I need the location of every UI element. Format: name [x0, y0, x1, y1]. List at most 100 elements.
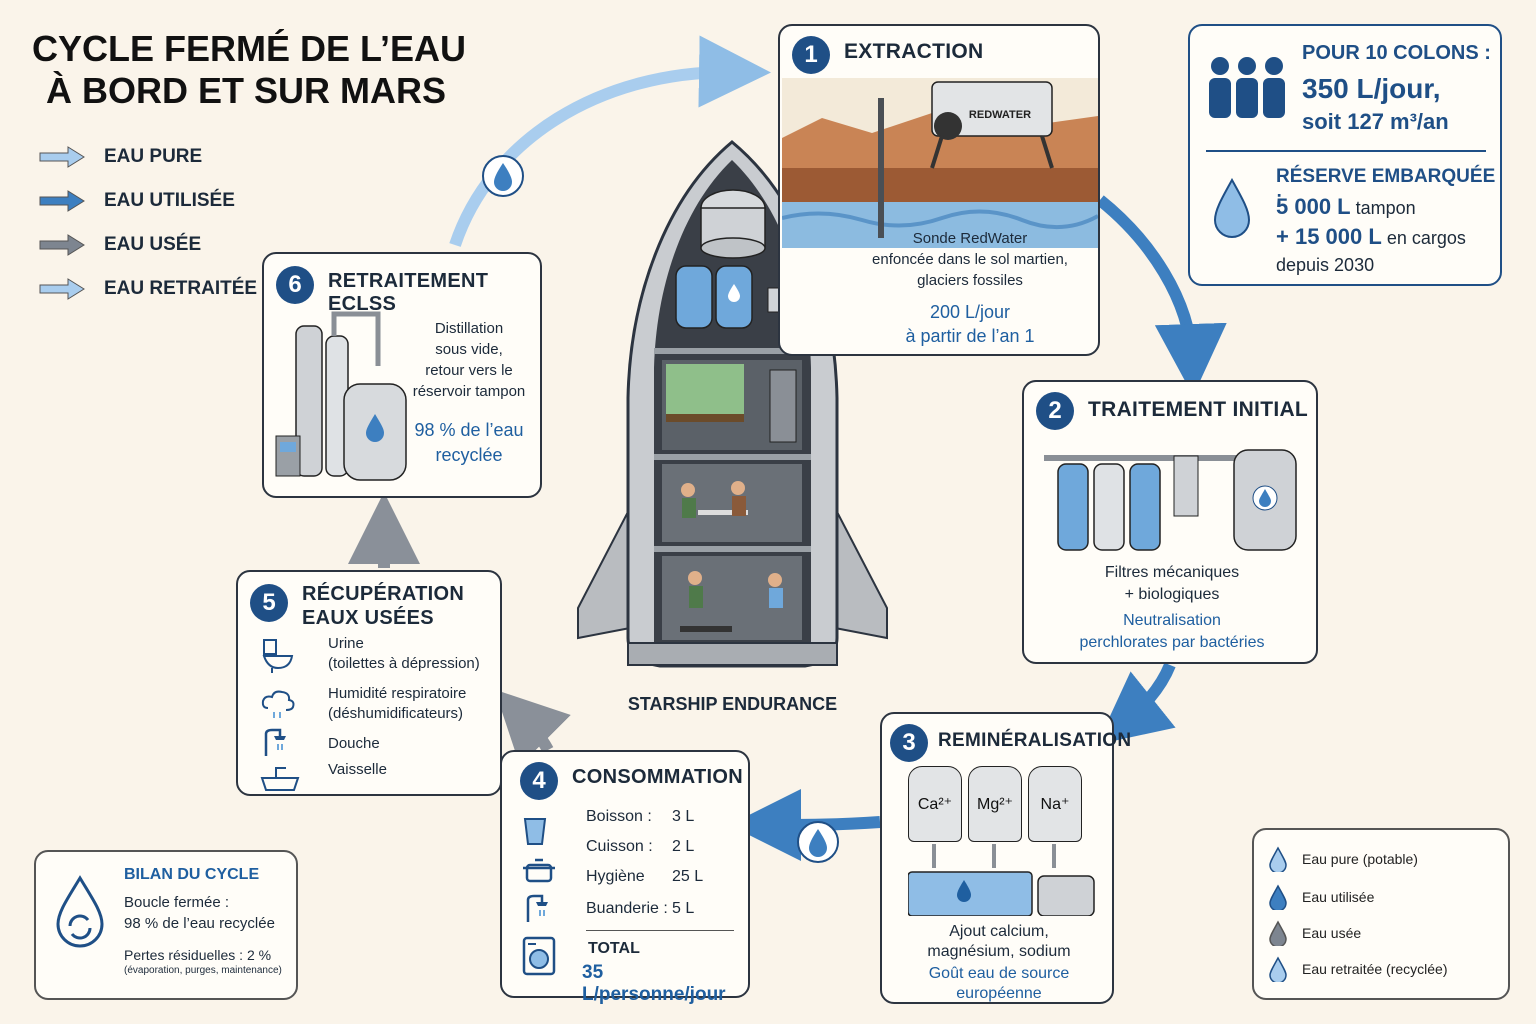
mineral-tank: Ca²⁺ [908, 766, 962, 842]
step-number: 2 [1036, 392, 1074, 430]
mineral-tank: Mg²⁺ [968, 766, 1022, 842]
summary-line-3: Pertes résiduelles : 2 % [124, 947, 272, 963]
shower-icon [260, 728, 288, 758]
legend-item: Eau retraitée (recyclée) [1268, 956, 1448, 982]
legend-label: EAU USÉE [104, 234, 202, 255]
filters-illustration [1044, 449, 1297, 551]
step-3-card: 3 REMINÉRALISATION Ca²⁺Mg²⁺Na⁺ Ajout cal… [880, 712, 1131, 1004]
cycle-summary-panel: BILAN DU CYCLE Boucle fermée : 98 % de l… [34, 850, 298, 1000]
legend-item: EAU RETRAITÉE [38, 278, 257, 300]
item-label: Humidité respiratoire [328, 685, 467, 702]
step-number: 5 [250, 584, 288, 622]
sink-icon [260, 764, 300, 792]
step-highlight: Neutralisation perchlorates par bactérie… [1079, 612, 1265, 651]
step-number: 6 [276, 266, 314, 304]
step-title: EXTRACTION [844, 40, 984, 63]
legend-arrow-icon [39, 190, 85, 212]
item-label: Douche [328, 735, 380, 752]
item-detail: (déshumidificateurs) [328, 705, 464, 722]
legend-label: EAU RETRAITÉE [104, 278, 258, 299]
legend-arrow-icon [39, 146, 85, 168]
colonists-value-2: soit 127 m³/an [1302, 109, 1449, 134]
step-highlight: 200 L/jour à partir de l’an 1 [905, 302, 1035, 346]
step-title: CONSOMMATION [572, 766, 743, 788]
summary-line-1: Boucle fermée : [124, 894, 230, 911]
wastewater-item: Vaisselle [328, 760, 387, 780]
step-5-card: 5 RÉCUPÉRATION EAUX USÉES Urine (toilette… [236, 570, 502, 796]
reserve-line-2: + 15 000 L en cargos [1276, 224, 1466, 249]
legend-item: Eau usée [1268, 920, 1361, 946]
summary-line-2: 98 % de l’eau recyclée [124, 915, 275, 932]
step-desc: Ajout calcium, magnésium, sodium [927, 923, 1071, 960]
consumption-value: 25 L [672, 868, 704, 885]
dehumidifier-icon [260, 688, 296, 720]
ship-label: STARSHIP ENDURANCE [627, 694, 838, 714]
toilet-icon [260, 638, 296, 674]
step-number: 3 [890, 724, 928, 762]
tank-label: Ca²⁺ [917, 796, 953, 813]
water-drop-icon [1268, 956, 1288, 982]
step-number: 1 [792, 36, 830, 74]
step-title: RÉCUPÉRATION EAUX USÉES [302, 583, 465, 629]
step-desc: Distillation sous vide, retour vers le r… [412, 320, 526, 400]
consumption-label: Boisson : [586, 808, 652, 825]
legend-arrow-icon [39, 278, 85, 300]
step-highlight: Goût eau de source européenne [928, 965, 1070, 1002]
legend-bottom-panel [1252, 828, 1510, 1000]
page-title: CYCLE FERMÉ DE L’EAU À BORD ET SUR MARS [32, 28, 466, 112]
summary-line-4: (évaporation, purges, maintenance) [124, 965, 282, 976]
title-line-1: CYCLE FERMÉ DE L’EAU [32, 28, 467, 69]
reserve-line-1: 5 000 L tampon [1276, 194, 1416, 219]
legend-label: Eau utilisée [1302, 889, 1375, 905]
glass-icon [522, 816, 548, 846]
water-drop-icon [1268, 884, 1288, 910]
water-drop-icon [1213, 178, 1251, 238]
item-label: Vaisselle [328, 761, 387, 778]
step-2-card: 2 TRAITEMENT INITIAL Filtres mécaniques … [1022, 380, 1318, 664]
step-title: RETRAITEMENT ECLSS [328, 270, 489, 315]
tank-label: Mg²⁺ [977, 796, 1013, 813]
colonists-title: POUR 10 COLONS : [1302, 42, 1491, 64]
consumption-value: 2 L [672, 838, 695, 855]
tank-label: Na⁺ [1040, 796, 1070, 813]
total-value: 35 L/personne/jour [582, 962, 726, 1005]
reserve-line-3: depuis 2030 [1276, 255, 1375, 275]
item-label: Urine [328, 635, 364, 652]
water-drop-icon [1268, 920, 1288, 946]
step-6-card: 6 RETRAITEMENT ECLSS Distillation sous v… [262, 252, 542, 498]
arrow-4-to-5 [494, 689, 571, 766]
step-desc: Sonde RedWater enfoncée dans le sol mart… [872, 230, 1068, 289]
legend-item: EAU USÉE [38, 234, 201, 256]
summary-title: BILAN DU CYCLE [124, 866, 260, 883]
total-label: TOTAL [588, 940, 640, 957]
legend-item: EAU UTILISÉE [38, 190, 235, 212]
wastewater-item: Urine (toilettes à dépression) [328, 634, 480, 674]
legend-arrow-icon [39, 234, 85, 256]
washing-machine-icon [522, 936, 556, 976]
step-desc: Filtres mécaniques + biologiques [1104, 564, 1240, 603]
reserve-title: RÉSERVE EMBARQUÉE : [1276, 166, 1496, 209]
arrow-1-to-2 [1096, 195, 1227, 396]
distillation-illustration [275, 311, 407, 481]
step-1-card: 1 EXTRACTION REDWATER Sonde RedWater enf… [778, 24, 1100, 356]
arrow-6-to-1 [449, 35, 771, 247]
mineral-tank: Na⁺ [1028, 766, 1082, 842]
shower-icon [522, 894, 550, 924]
consumption-value: 3 L [672, 808, 695, 825]
item-detail: (toilettes à dépression) [328, 655, 480, 672]
legend-item: Eau pure (potable) [1268, 846, 1418, 872]
divider [1206, 150, 1486, 152]
pot-icon [522, 856, 556, 884]
colonists-panel: POUR 10 COLONS : 350 L/jour, soit 127 m³… [1188, 24, 1502, 286]
legend-item: Eau utilisée [1268, 884, 1374, 910]
divider [586, 930, 734, 931]
wastewater-item: Douche [328, 734, 380, 754]
arrow-2-to-3 [1096, 662, 1176, 745]
people-icon [1209, 57, 1285, 118]
mineral-tanks-illustration: Ca²⁺ Mg²⁺ Na⁺ [908, 766, 1108, 916]
legend-label: Eau retraitée (recyclée) [1302, 961, 1448, 977]
legend-label: EAU UTILISÉE [104, 190, 235, 211]
step-number: 4 [520, 762, 558, 800]
